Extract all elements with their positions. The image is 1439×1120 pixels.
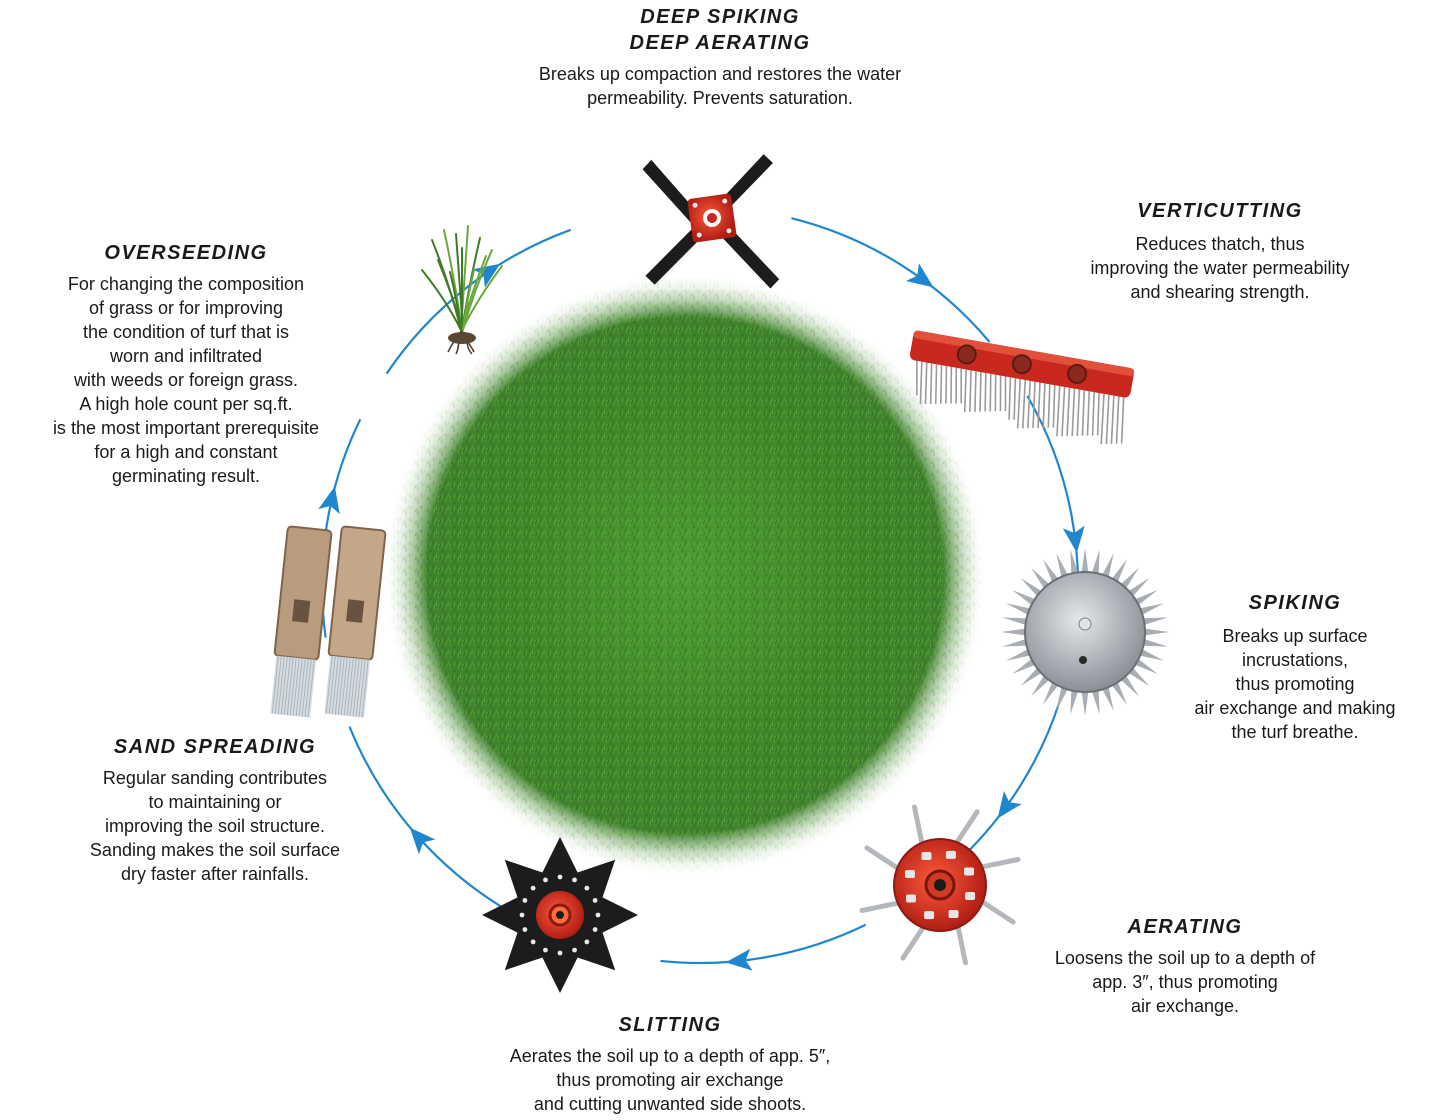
sand-spreading-tool-icon	[268, 526, 385, 718]
stage-sand-spreading: SAND SPREADING Regular sanding contribut…	[50, 734, 380, 886]
stage-description: of grass or for improving	[10, 296, 362, 320]
cycle-arc	[660, 925, 865, 963]
stage-description: the turf breathe.	[1160, 720, 1430, 744]
stage-title: DEEP AERATING	[470, 30, 970, 56]
stage-description: and shearing strength.	[1060, 280, 1380, 304]
cycle-arc	[963, 702, 1060, 857]
stage-description: Sanding makes the soil surface	[50, 838, 380, 862]
stage-description: is the most important prerequisite	[10, 416, 362, 440]
stage-description: incrustations,	[1160, 648, 1430, 672]
stage-description: the condition of turf that is	[10, 320, 362, 344]
stage-description: thus promoting air exchange	[440, 1068, 900, 1092]
stage-title: AERATING	[1000, 914, 1370, 940]
stage-description: air exchange.	[1000, 994, 1370, 1018]
stage-slitting: SLITTING Aerates the soil up to a depth …	[440, 1012, 900, 1116]
aerating-tool-icon	[862, 807, 1018, 963]
turf-sphere	[385, 275, 985, 875]
stage-title: VERTICUTTING	[1060, 198, 1380, 224]
stage-spiking: SPIKING Breaks up surface incrustations,…	[1160, 590, 1430, 744]
stage-description: Regular sanding contributes	[50, 766, 380, 790]
stage-description: For changing the composition	[10, 272, 362, 296]
spiking-tool-icon	[1001, 548, 1169, 716]
stage-description: with weeds or foreign grass.	[10, 368, 362, 392]
stage-description: A high hole count per sq.ft.	[10, 392, 362, 416]
stage-description: and cutting unwanted side shoots.	[440, 1092, 900, 1116]
stage-description: improving the water permeability	[1060, 256, 1380, 280]
stage-description: for a high and constant	[10, 440, 362, 464]
stage-overseeding: OVERSEEDING For changing the composition…	[10, 240, 362, 488]
stage-description: air exchange and making	[1160, 696, 1430, 720]
overseeding-grass-tuft-icon	[422, 226, 502, 354]
stage-description: permeability. Prevents saturation.	[470, 86, 970, 110]
stage-verticutting: VERTICUTTING Reduces thatch, thus improv…	[1060, 198, 1380, 304]
stage-description: Aerates the soil up to a depth of app. 5…	[440, 1044, 900, 1068]
stage-description: worn and infiltrated	[10, 344, 362, 368]
cycle-arrowhead	[906, 263, 940, 296]
stage-description: to maintaining or	[50, 790, 380, 814]
stage-description: dry faster after rainfalls.	[50, 862, 380, 886]
slitting-tool-icon	[482, 837, 638, 993]
stage-description: Breaks up surface	[1160, 624, 1430, 648]
stage-title: SAND SPREADING	[50, 734, 380, 760]
stage-description: thus promoting	[1160, 672, 1430, 696]
stage-description: Reduces thatch, thus	[1060, 232, 1380, 256]
stage-title: SPIKING	[1160, 590, 1430, 616]
stage-description: improving the soil structure.	[50, 814, 380, 838]
stage-deep-spiking: DEEP SPIKING DEEP AERATING Breaks up com…	[470, 4, 970, 110]
stage-title: DEEP SPIKING	[470, 4, 970, 30]
stage-description: app. 3″, thus promoting	[1000, 970, 1370, 994]
cycle-arrowhead	[724, 949, 752, 974]
stage-aerating: AERATING Loosens the soil up to a depth …	[1000, 914, 1370, 1018]
stage-title: SLITTING	[440, 1012, 900, 1038]
stage-description: Breaks up compaction and restores the wa…	[470, 62, 970, 86]
stage-description: germinating result.	[10, 464, 362, 488]
stage-title: OVERSEEDING	[10, 240, 362, 266]
cycle-arrowhead	[318, 484, 345, 514]
stage-description: Loosens the soil up to a depth of	[1000, 946, 1370, 970]
cycle-arrowhead	[989, 791, 1022, 825]
cycle-arrowhead	[1063, 526, 1088, 554]
